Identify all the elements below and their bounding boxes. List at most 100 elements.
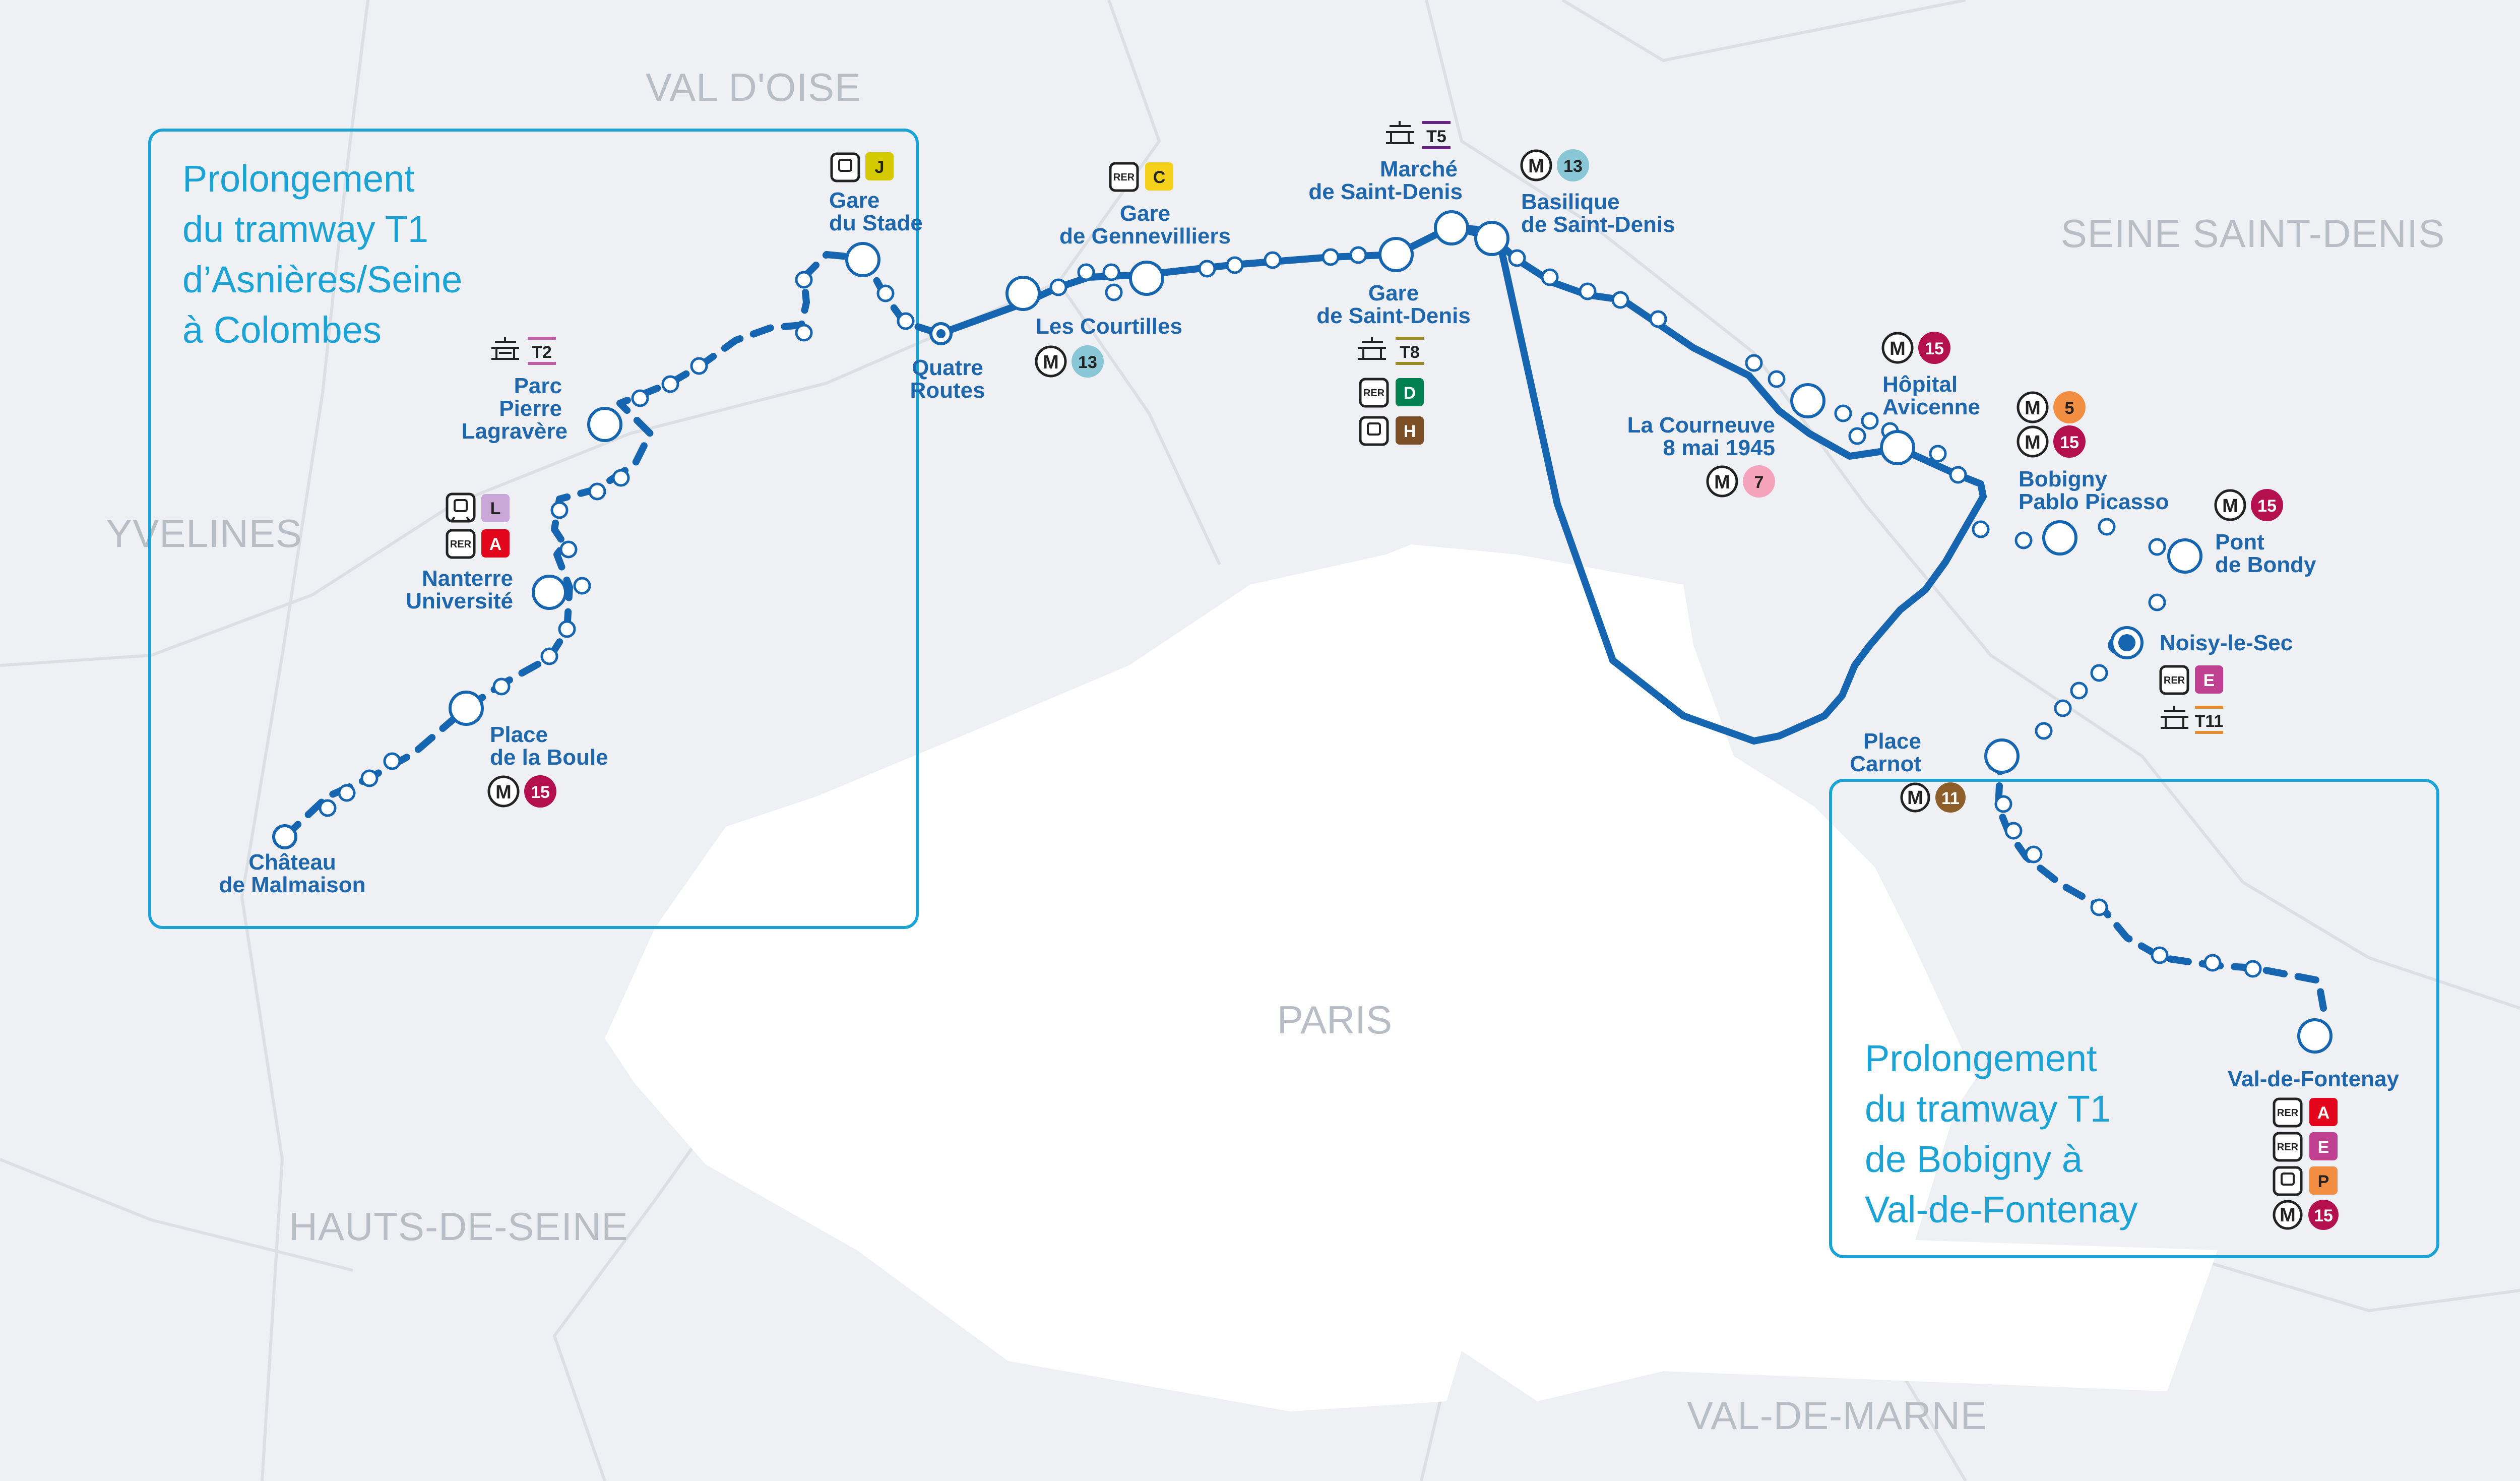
dept-seine-saint-denis-label: SEINE SAINT-DENIS — [2061, 211, 2445, 256]
dept-yvelines-label: YVELINES — [106, 511, 302, 556]
line-bullet-e — [2195, 665, 2223, 694]
svg-text:L: L — [490, 499, 501, 518]
connection-noisy-rer-e: RER E — [2159, 665, 2223, 695]
svg-text:E: E — [2203, 671, 2215, 690]
dept-val-de-marne-label: VAL-DE-MARNE — [1687, 1393, 1987, 1438]
connection-saint-denis-train-h: H — [1359, 416, 1424, 446]
connection-bobigny-metro-15: M 15 — [2017, 425, 2086, 458]
extension-box-east — [1829, 779, 2439, 1258]
svg-text:M: M — [1889, 338, 1906, 359]
line-bullet-a — [2309, 1098, 2338, 1126]
svg-text:13: 13 — [1563, 157, 1583, 176]
svg-text:M: M — [1528, 156, 1544, 177]
connection-parc-pierre-lagravere-tram-t2: T2 — [491, 337, 556, 365]
svg-text:RER: RER — [1363, 388, 1385, 399]
metro-icon — [2017, 391, 2049, 423]
connection-gennevilliers-rer-c: RER C — [1109, 162, 1173, 192]
rer-icon — [446, 529, 476, 559]
svg-text:H: H — [1404, 422, 1416, 441]
svg-text:A: A — [2317, 1103, 2330, 1123]
svg-text:M: M — [1907, 787, 1923, 809]
line-bullet-11 — [1935, 782, 1966, 813]
svg-text:RER: RER — [2277, 1142, 2299, 1153]
svg-text:T11: T11 — [2195, 712, 2224, 731]
connection-saint-denis-tram-t8: T8 — [1358, 337, 1424, 365]
connection-nanterre-train-l: L — [446, 492, 510, 523]
svg-text:5: 5 — [2065, 399, 2074, 418]
svg-text:15: 15 — [2314, 1206, 2333, 1225]
connection-saint-denis-rer-d: RER D — [1359, 378, 1424, 408]
tram-icon — [1386, 121, 1414, 144]
line-bullet-15 — [524, 775, 556, 808]
svg-text:M: M — [2280, 1205, 2296, 1226]
connection-marche-tram-t5: T5 — [1386, 121, 1451, 149]
connection-val-de-fontenay-metro-15: M 15 — [2273, 1200, 2339, 1230]
svg-text:M: M — [1714, 472, 1730, 493]
connection-pont-de-bondy-metro-15: M 15 — [2214, 489, 2283, 521]
tram-icon — [2161, 706, 2188, 729]
dept-val-doise-label: VAL D'OISE — [646, 65, 861, 109]
paris-label: PARIS — [1277, 998, 1392, 1042]
line-bullet-13 — [1557, 149, 1589, 181]
line-bullet-a — [481, 529, 510, 558]
svg-text:15: 15 — [1925, 339, 1944, 358]
paris-area — [605, 544, 2218, 1411]
connection-badges: M 15 L RER A T2 — [446, 121, 2339, 1230]
rer-icon — [2273, 1132, 2303, 1162]
tram-line-west-extension — [281, 251, 943, 840]
svg-text:M: M — [495, 782, 512, 803]
metro-icon — [1706, 465, 1738, 498]
line-bullet-d — [1396, 378, 1424, 406]
metro-icon — [1900, 782, 1930, 813]
connection-gare-du-stade-train-j: J — [830, 152, 894, 182]
extension-box-west-title: Prolongement du tramway T1 d’Asnières/Se… — [182, 158, 473, 351]
line-bullet-15 — [2053, 425, 2086, 458]
train-icon — [2273, 1166, 2303, 1196]
line-bullet-c — [1145, 162, 1173, 191]
rer-icon — [1109, 162, 1139, 192]
connection-val-de-fontenay-rer-e: RER E — [2273, 1132, 2338, 1162]
rer-icon — [2159, 665, 2189, 695]
svg-text:M: M — [1043, 352, 1059, 373]
line-bullet-l — [481, 494, 510, 522]
dept-hauts-de-seine-label: HAUTS-DE-SEINE — [289, 1204, 628, 1249]
svg-text:RER: RER — [2277, 1107, 2299, 1119]
line-bullet-7 — [1743, 465, 1775, 498]
svg-text:RER: RER — [2164, 675, 2185, 686]
svg-text:D: D — [1404, 384, 1416, 403]
connection-place-carnot-metro-11: M 11 — [1900, 782, 1966, 813]
connection-val-de-fontenay-rer-a: RER A — [2273, 1097, 2338, 1128]
tram-line-existing — [936, 223, 1987, 745]
svg-text:15: 15 — [531, 783, 550, 802]
metro-icon — [2273, 1200, 2303, 1230]
svg-text:M: M — [2025, 398, 2041, 419]
connection-avicenne-metro-15: M 15 — [1881, 332, 1950, 364]
svg-text:M: M — [2222, 496, 2238, 517]
line-bullet-p — [2309, 1166, 2338, 1195]
line-bullet-15 — [1918, 332, 1950, 364]
train-icon — [830, 152, 860, 182]
connection-place-de-la-boule-metro-15: M 15 — [487, 775, 556, 808]
connection-val-de-fontenay-train-p: P — [2273, 1166, 2338, 1196]
line-bullet-15 — [2251, 489, 2283, 521]
svg-text:E: E — [2318, 1138, 2329, 1157]
metro-icon — [2017, 425, 2049, 458]
connection-basilique-metro-13: M 13 — [1520, 149, 1589, 181]
connection-nanterre-rer-a: RER A — [446, 529, 510, 559]
line-bullet-h — [1396, 416, 1424, 445]
train-icon — [446, 492, 476, 523]
